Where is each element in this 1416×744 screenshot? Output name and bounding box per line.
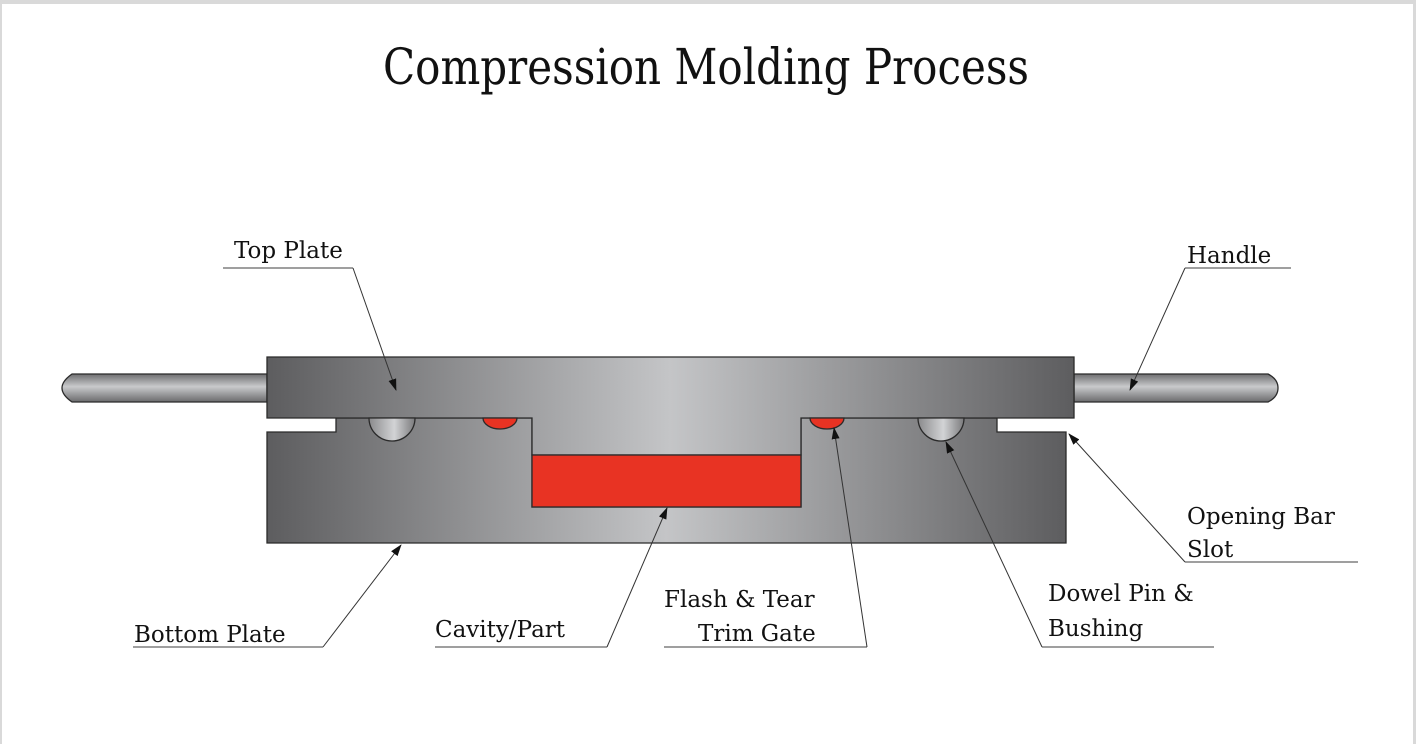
- label-handle: Handle: [1129, 243, 1291, 391]
- flash-gate-left: [482, 417, 518, 430]
- handle-left: [61, 373, 268, 403]
- cavity-part: [531, 454, 802, 508]
- label-opening-bar-slot: Opening Bar Slot: [1068, 433, 1358, 563]
- label-cavity-part: Cavity/Part: [435, 507, 668, 648]
- label-text-line2: Bushing: [1048, 616, 1144, 642]
- flash-gate-right: [809, 417, 845, 430]
- label-text: Cavity/Part: [435, 617, 566, 643]
- label-text-line1: Opening Bar: [1187, 504, 1335, 530]
- handle-right: [1073, 373, 1279, 403]
- label-text: Handle: [1187, 243, 1271, 269]
- label-text-line2: Slot: [1187, 537, 1234, 563]
- label-text: Bottom Plate: [134, 622, 286, 648]
- label-bottom-plate: Bottom Plate: [133, 544, 402, 648]
- label-text-line1: Flash & Tear: [664, 587, 815, 613]
- label-dowel-pin-bushing: Dowel Pin & Bushing: [945, 441, 1214, 648]
- label-text-line2: Trim Gate: [698, 621, 816, 647]
- label-flash-trim-gate: Flash & Tear Trim Gate: [664, 427, 868, 648]
- dowel-pin-left: [368, 417, 416, 442]
- label-text: Top Plate: [234, 238, 343, 264]
- diagram-canvas: Compression Molding Process Top Plate Ha…: [2, 4, 1413, 744]
- dowel-pin-right: [917, 417, 965, 442]
- label-text-line1: Dowel Pin &: [1048, 581, 1194, 607]
- diagram-title: Compression Molding Process: [383, 38, 1029, 96]
- label-top-plate: Top Plate: [223, 238, 397, 391]
